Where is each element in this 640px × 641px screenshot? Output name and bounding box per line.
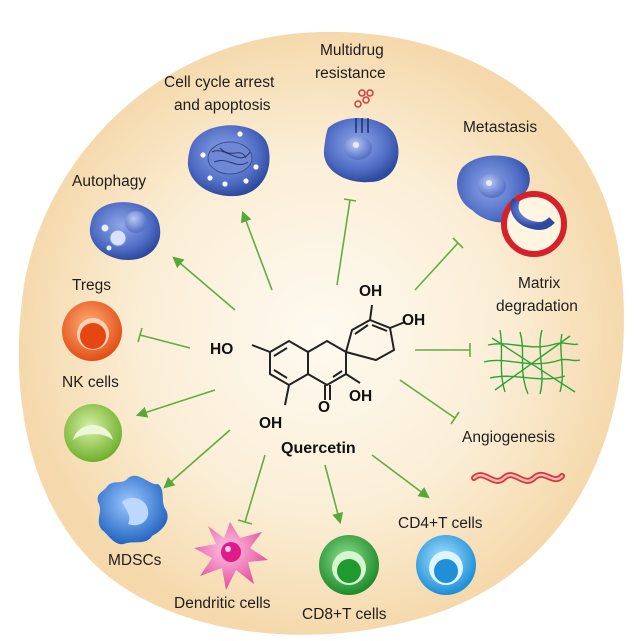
hydroxyl-left-label: HO xyxy=(210,341,234,358)
label-angiogenesis: Angiogenesis xyxy=(462,429,556,446)
dendritic-cell-icon xyxy=(194,522,268,590)
label-matrix-line2: degradation xyxy=(496,298,578,315)
label-cd4: CD4+T cells xyxy=(398,515,483,532)
ketone-label: O xyxy=(318,399,331,416)
label-multidrug-line1: Multidrug xyxy=(320,42,384,59)
inhibition-lines xyxy=(137,198,471,525)
metastasis-cell-icon xyxy=(457,155,567,257)
label-dendritic: Dendritic cells xyxy=(174,595,271,612)
hydroxyl-right-label: OH xyxy=(349,388,373,405)
mdsc-cell-icon xyxy=(97,475,168,545)
label-cell-cycle-line2: and apoptosis xyxy=(174,97,271,114)
autophagy-cell-icon xyxy=(89,202,161,260)
hydroxyl-bottom-label: OH xyxy=(259,415,283,432)
label-autophagy: Autophagy xyxy=(72,173,147,190)
matrix-mesh-icon xyxy=(483,329,581,395)
quercetin-structure xyxy=(251,304,406,406)
hydroxyl-para-label: OH xyxy=(402,312,426,329)
label-cell-cycle-line1: Cell cycle arrest xyxy=(164,74,275,91)
label-multidrug-line2: resistance xyxy=(315,65,386,82)
label-nk-cells: NK cells xyxy=(62,374,119,391)
cd4-cell-icon xyxy=(416,535,476,595)
nk-cell-icon xyxy=(64,404,122,462)
treg-cell-icon xyxy=(62,301,122,361)
multidrug-cell-icon xyxy=(323,89,399,183)
compound-name: Quercetin xyxy=(281,440,356,457)
angiogenesis-vessel-icon xyxy=(471,471,565,484)
label-cd8: CD8+T cells xyxy=(302,606,387,623)
label-mdscs: MDSCs xyxy=(108,552,162,569)
cd8-cell-icon xyxy=(319,535,379,595)
label-matrix-line1: Matrix xyxy=(518,275,561,292)
label-tregs: Tregs xyxy=(72,277,112,294)
activation-arrows xyxy=(135,210,430,525)
hydroxyl-top-label: OH xyxy=(359,283,383,300)
apoptosis-cell-icon xyxy=(187,125,270,197)
label-metastasis: Metastasis xyxy=(463,119,538,136)
